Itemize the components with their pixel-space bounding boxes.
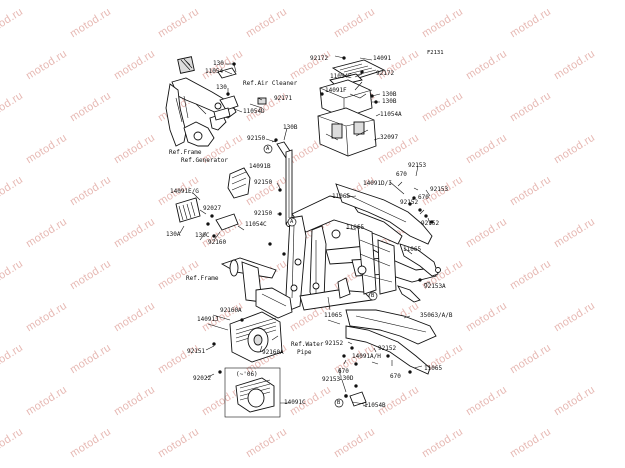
callout-92150: 92150 — [247, 135, 266, 142]
callout-92150: 92150 — [254, 210, 273, 217]
callout-11054: 11054 — [205, 68, 224, 75]
regulator-cover — [175, 167, 251, 238]
ref-water-pipe-line1: Ref.Water — [291, 341, 324, 348]
ref-frame-top: Ref.Frame — [169, 149, 202, 156]
callout-14091b: 14091B — [249, 163, 271, 170]
callout-35063ab: 35063/A/B — [420, 312, 453, 319]
bracket-11054d — [213, 92, 239, 121]
ref-frame-mid: Ref.Frame — [186, 275, 219, 282]
callout-11054a: 11054A — [380, 111, 402, 118]
callout-11065: 11065 — [403, 246, 422, 253]
callout-670: 670 — [390, 373, 401, 380]
callout-11054c: 11054C — [245, 221, 267, 228]
marker-a-1: A — [266, 146, 270, 152]
callout-32097: 32097 — [380, 134, 399, 141]
rear-fender-bracket — [335, 183, 434, 245]
main-frame — [285, 195, 437, 311]
callout-11054e: 11054E — [330, 73, 352, 80]
callout-14091di: 14091D/I — [363, 180, 392, 187]
callout-11065: 11065 — [332, 193, 351, 200]
inset-box — [224, 367, 281, 418]
callout-92153: 92153 — [430, 186, 449, 193]
callout-14091eg: 14091E/G — [170, 188, 199, 195]
frame-front-section — [165, 77, 237, 147]
callout-92171: 92171 — [274, 95, 293, 102]
callout-11065: 11065 — [346, 224, 365, 231]
callout-130b: 130B — [382, 91, 397, 98]
ref-air-cleaner: Ref.Air Cleaner — [243, 80, 298, 87]
callout-92152: 92152 — [325, 340, 344, 347]
ref-water-pipe-line2: Pipe — [297, 349, 312, 356]
callout-11065: 11065 — [424, 365, 443, 372]
callout-14091ah: 14091A/H — [352, 353, 381, 360]
circle-markers — [263, 144, 378, 408]
callout-130: 130 — [216, 84, 227, 91]
callout-92022: 92022 — [193, 375, 212, 382]
callout-130c: 130C — [195, 232, 210, 239]
callout-92160a: 92160A — [262, 349, 284, 356]
callout-92172: 92172 — [310, 55, 329, 62]
callout-92152: 92152 — [421, 220, 440, 227]
callout-130: 130 — [213, 60, 224, 67]
callout-130d: 130D — [339, 375, 354, 382]
callout-14091f: 14091F — [325, 87, 347, 94]
battery-case-assembly — [317, 56, 386, 157]
callout-670: 670 — [338, 368, 349, 375]
leader-lines — [179, 55, 431, 407]
marker-b-1: B — [371, 293, 375, 299]
marker-b-2: B — [337, 400, 341, 406]
marker-a-2: A — [290, 219, 294, 225]
figure-code: F2131 — [427, 50, 444, 56]
lower-guard-assembly — [342, 309, 437, 375]
callout-130a: 130A — [166, 231, 181, 238]
callout-92160: 92160 — [208, 239, 227, 246]
callout-14091c: 14091C — [284, 399, 306, 406]
callout-92151: 92151 — [187, 348, 206, 355]
callout-92152: 92152 — [400, 199, 419, 206]
callout-92153: 92153 — [408, 162, 427, 169]
callout-11054b: 11054B — [364, 402, 386, 409]
callout-130b: 130B — [283, 124, 298, 131]
callout-92153a: 92153A — [424, 283, 446, 290]
callout-92153: 92153 — [322, 376, 341, 383]
callout-92172: 92172 — [376, 70, 395, 77]
shaft-and-radiator-cover — [212, 242, 293, 374]
bracket-11054 — [177, 56, 237, 79]
callout-11054d: 11054D — [243, 108, 265, 115]
callout-92150: 92150 — [254, 179, 273, 186]
callout-130b: 130B — [382, 98, 397, 105]
callout-14091: 14091 — [373, 55, 392, 62]
callout-11065: 11065 — [324, 312, 343, 319]
callout-670: 670 — [418, 194, 429, 201]
ref-generator: Ref.Generator — [181, 157, 228, 164]
stay-14091b — [274, 138, 293, 227]
clip-92171 — [249, 97, 267, 109]
callout-92160a: 92160A — [220, 307, 242, 314]
inset-label: (~'06) — [236, 371, 258, 378]
callout-92152: 92152 — [378, 345, 397, 352]
callout-670: 670 — [396, 171, 407, 178]
callout-92027: 92027 — [203, 205, 222, 212]
callout-14091j: 14091J — [197, 316, 219, 323]
